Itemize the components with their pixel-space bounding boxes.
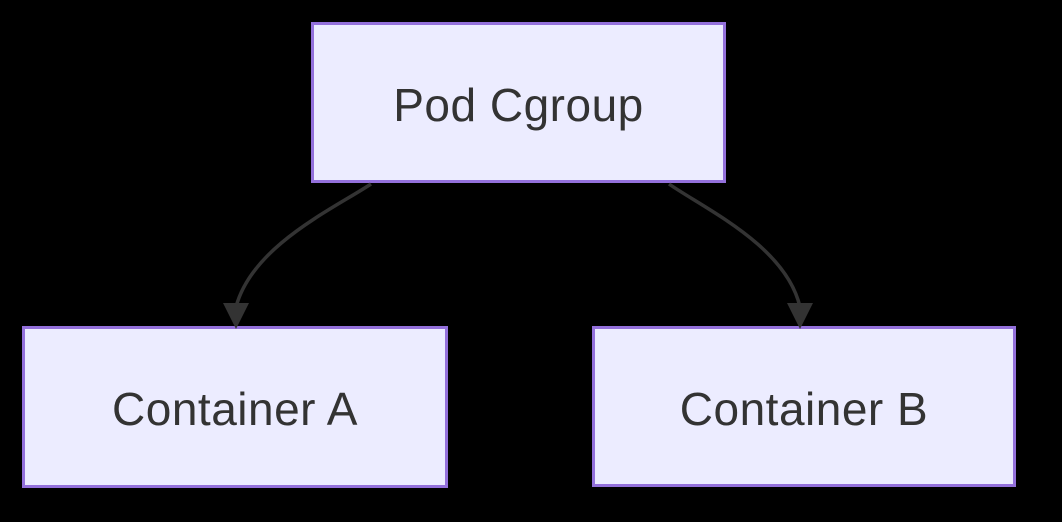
node-pod-cgroup-label: Pod Cgroup: [393, 78, 644, 131]
edge-pod-to-container-a: [223, 182, 372, 329]
node-container-a-label: Container A: [112, 383, 358, 435]
node-container-b-label: Container B: [679, 382, 929, 435]
node-pod-cgroup: Pod Cgroup: [311, 22, 726, 183]
node-container-b: Container B: [592, 326, 1016, 487]
edge-pod-to-container-b: [668, 182, 813, 329]
node-container-a: Container A: [22, 326, 448, 488]
